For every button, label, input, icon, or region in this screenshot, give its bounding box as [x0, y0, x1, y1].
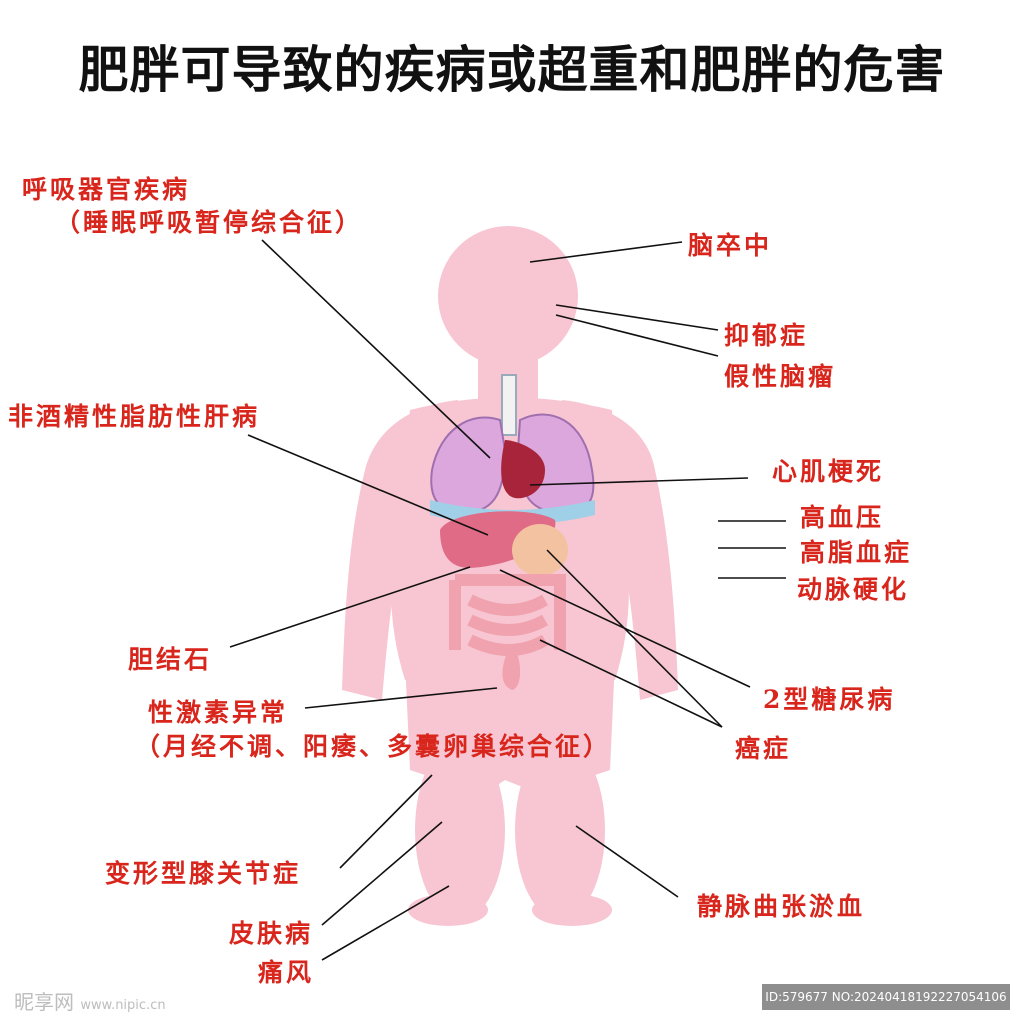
label-hyperlipidemia: 高脂血症 — [800, 538, 913, 567]
label-diabetes: 2型糖尿病 — [763, 685, 896, 714]
label-hormone: 性激素异常 — [148, 698, 289, 727]
label-fatty-liver: 非酒精性脂肪性肝病 — [8, 402, 261, 431]
organs — [430, 374, 595, 690]
intestines — [449, 574, 566, 656]
trachea — [501, 374, 517, 436]
leader-hormone — [304, 687, 498, 709]
label-hormone-sub: （月经不调、阳痿、多囊卵巢综合征） — [135, 732, 612, 761]
leader-cancer-2 — [539, 639, 723, 728]
watermark-url: www.nipic.cn — [80, 998, 166, 1013]
watermark-site: 昵享网 www.nipic.cn — [14, 986, 166, 1015]
label-knee: 变形型膝关节症 — [105, 859, 302, 888]
label-atherosclerosis: 动脉硬化 — [797, 575, 910, 604]
label-hypertension: 高血压 — [800, 503, 885, 532]
leader-skin — [321, 821, 443, 926]
leader-depression — [555, 304, 719, 331]
leader-fatty-liver — [247, 434, 489, 536]
label-depression: 抑郁症 — [724, 321, 809, 350]
label-respiratory-sub: （睡眠呼吸暂停综合征） — [55, 208, 364, 237]
leader-cancer-1 — [546, 549, 723, 728]
leader-knee — [339, 774, 433, 869]
label-skin: 皮肤病 — [229, 919, 314, 948]
label-varicose: 静脉曲张淤血 — [697, 892, 866, 921]
heart — [501, 440, 545, 499]
leader-gallstones — [229, 566, 471, 648]
page-title: 肥胖可导致的疾病或超重和肥胖的危害 — [78, 41, 946, 99]
label-gout: 痛风 — [258, 958, 315, 987]
body-silhouette — [342, 226, 678, 926]
leader-gout — [321, 885, 450, 961]
leader-pseudo-tumor — [555, 314, 719, 357]
watermark-id: ID:579677 NO:20240418192227054106 — [762, 984, 1010, 1010]
stomach — [512, 524, 568, 576]
label-gallstones: 胆结石 — [128, 645, 213, 674]
rectum — [502, 650, 521, 690]
label-mi: 心肌梗死 — [772, 457, 885, 486]
leader-stroke — [529, 241, 683, 263]
label-stroke: 脑卒中 — [688, 231, 773, 260]
leader-mi — [529, 477, 749, 486]
leader-lines — [229, 239, 786, 961]
label-cancer: 癌症 — [735, 734, 792, 763]
leader-respiratory — [261, 239, 491, 459]
leader-varicose — [575, 825, 679, 898]
watermark-site-name: 昵享网 — [14, 990, 74, 1014]
label-pseudo-tumor: 假性脑瘤 — [724, 362, 837, 391]
label-respiratory: 呼吸器官疾病 — [22, 175, 191, 204]
